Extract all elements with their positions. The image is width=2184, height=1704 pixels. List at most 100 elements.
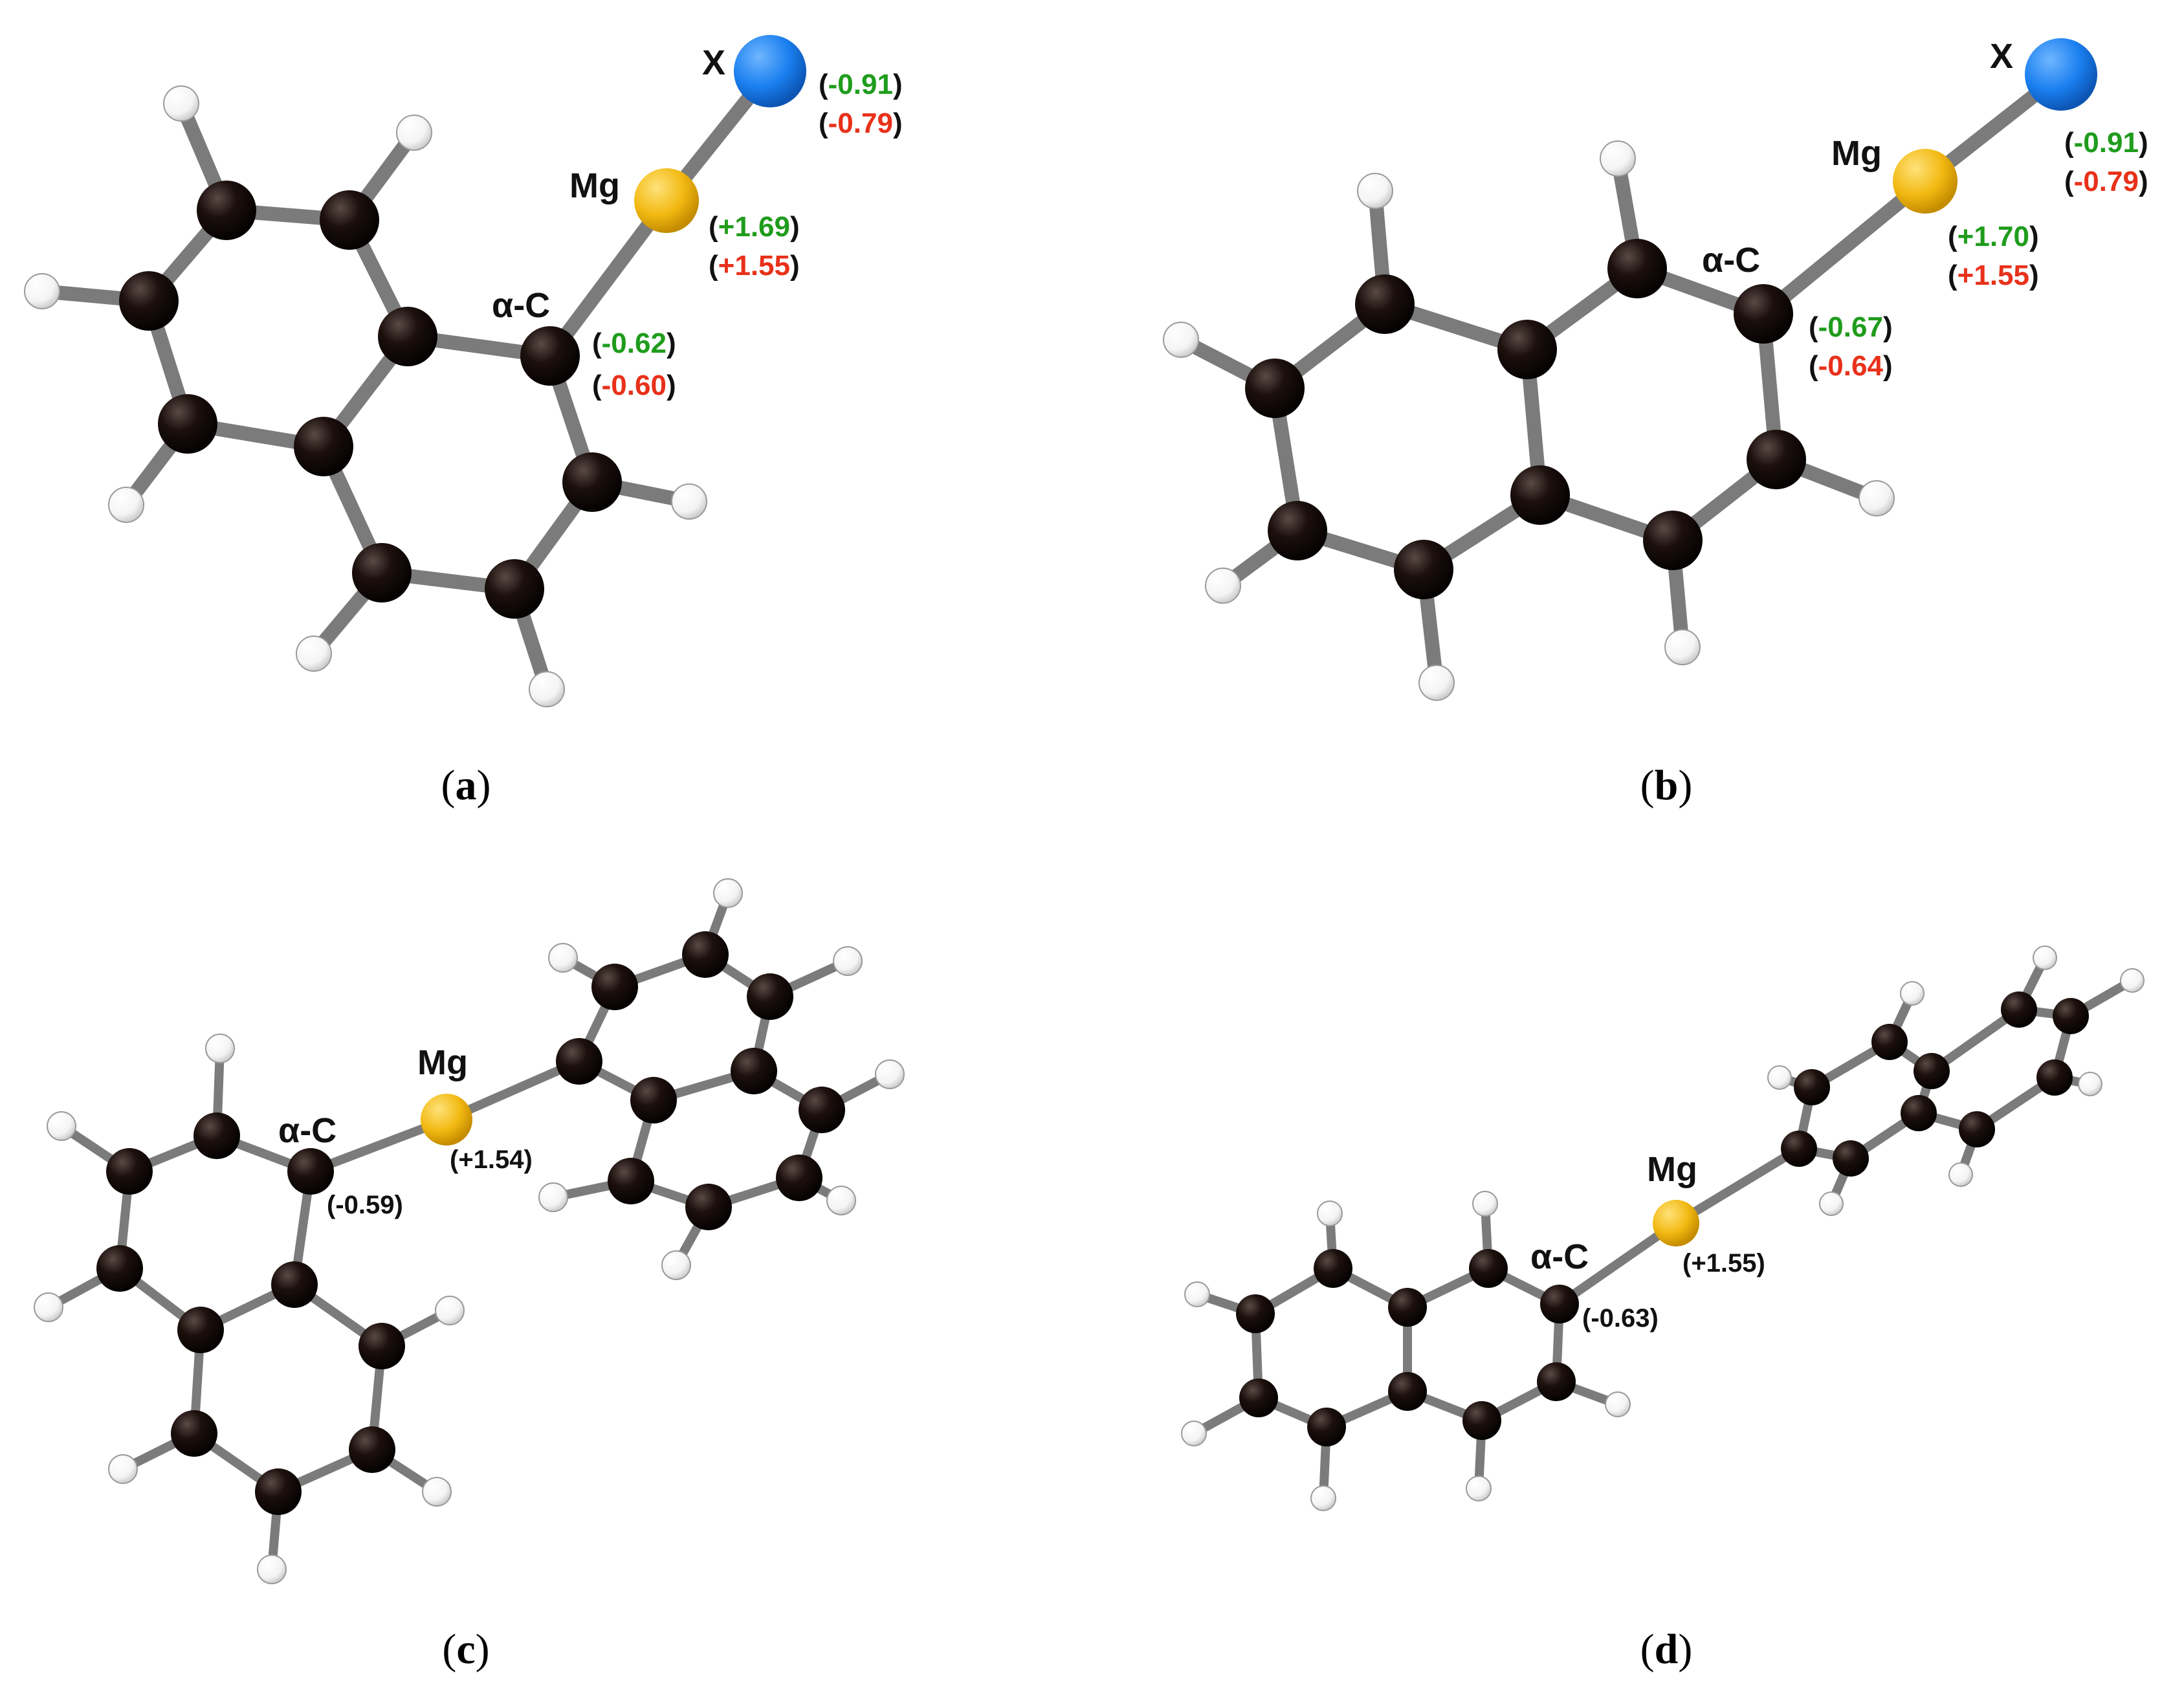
carbon-atom (358, 1323, 405, 1369)
hydrogen-atom (1418, 665, 1455, 701)
carbon-atom (294, 417, 353, 476)
charge-alpha-c: (-0.67) (1809, 311, 1893, 343)
hydrogen-atom (826, 1186, 856, 1215)
hydrogen-atom (1163, 322, 1199, 358)
panel-d: Mg α-C (+1.55) (-0.63) (d) (1181, 946, 2145, 1673)
carbon-atom (747, 973, 793, 1020)
carbon-atom (556, 1038, 602, 1085)
hydrogen-atom (435, 1296, 465, 1325)
carbon-atom (1314, 1249, 1352, 1288)
carbon-atom (2001, 991, 2037, 1028)
carbon-atom (119, 271, 179, 331)
panel-c: Mg α-C (+1.54) (-0.59) (c) (34, 878, 905, 1673)
panel-a-atoms (24, 35, 806, 707)
carbon-atom (630, 1077, 677, 1123)
caption-b: (b) (1640, 762, 1693, 809)
carbon-atom (1781, 1131, 1817, 1167)
charge-red: +1.55 (1958, 260, 2029, 291)
carbon-atom (1245, 359, 1305, 418)
charge-mg: (+1.55) (1682, 1249, 1765, 1278)
charge-red: -0.64 (1818, 350, 1884, 382)
hydrogen-atom (108, 487, 144, 523)
carbon-atom (1747, 430, 1806, 489)
carbon-atom-alpha (287, 1148, 334, 1195)
hydrogen-atom (1664, 629, 1701, 665)
carbon-atom (591, 964, 638, 1010)
panel-d-atoms (1181, 946, 2145, 1511)
charge-red: -0.79 (828, 107, 893, 139)
charge-alpha-c: (-0.60) (592, 370, 676, 401)
carbon-atom (177, 1307, 224, 1353)
carbon-atom (776, 1155, 822, 1201)
carbon-atom (320, 190, 379, 250)
label-mg: Mg (569, 166, 620, 205)
carbon-atom (2036, 1059, 2073, 1096)
carbon-atom (1914, 1053, 1950, 1089)
charge-red: +1.55 (718, 250, 790, 282)
charge-mg: (+1.69) (709, 211, 800, 243)
charge-green: -0.67 (1818, 311, 1883, 343)
panel-c-atoms (34, 878, 905, 1584)
hydrogen-atom (833, 946, 863, 976)
magnesium-atom (1653, 1200, 1699, 1246)
charge-green: -0.91 (828, 69, 893, 100)
halogen-atom (2025, 38, 2097, 111)
charge-x: (-0.79) (2064, 166, 2148, 197)
hydrogen-atom (47, 1111, 76, 1141)
carbon-atom (1469, 1249, 1508, 1288)
charge-mg: (+1.54) (450, 1145, 533, 1174)
hydrogen-atom (1900, 981, 1925, 1006)
hydrogen-atom (1357, 173, 1393, 209)
caption-a: (a) (441, 762, 491, 809)
magnesium-atom (421, 1094, 472, 1145)
label-x: X (1990, 37, 2013, 76)
carbon-atom (1388, 1372, 1427, 1411)
carbon-atom (1239, 1378, 1278, 1417)
charge-red: -0.60 (602, 370, 667, 401)
carbon-atom (1871, 1024, 1908, 1060)
label-alpha-c: α-C (278, 1111, 336, 1150)
charge-x: (-0.91) (819, 69, 903, 100)
hydrogen-atom (1767, 1065, 1792, 1090)
hydrogen-atom (548, 943, 578, 973)
hydrogen-atom (205, 1034, 235, 1063)
charge-red: -0.79 (2074, 166, 2139, 197)
hydrogen-atom (1605, 1391, 1631, 1417)
carbon-atom (1236, 1294, 1275, 1333)
carbon-atom-alpha (1540, 1285, 1579, 1323)
hydrogen-atom (713, 878, 743, 908)
charge-mg: (+1.55) (709, 250, 800, 282)
carbon-atom (485, 559, 544, 619)
charge-alpha-c: (-0.64) (1809, 350, 1893, 382)
carbon-atom (1394, 540, 1453, 599)
carbon-atom (1537, 1362, 1576, 1401)
carbon-atom (1607, 239, 1667, 298)
hydrogen-atom (2120, 968, 2145, 993)
charge-alpha-c: (-0.59) (327, 1191, 403, 1219)
carbon-atom (1510, 465, 1570, 525)
charge-green: +1.69 (718, 211, 790, 243)
caption-c: (c) (442, 1626, 489, 1673)
hydrogen-atom (296, 636, 332, 672)
hydrogen-atom (1205, 568, 1241, 604)
hydrogen-atom (538, 1182, 568, 1212)
carbon-atom (1307, 1408, 1346, 1446)
hydrogen-atom (163, 85, 199, 122)
hydrogen-atom (257, 1555, 287, 1584)
label-alpha-c: α-C (1702, 241, 1760, 280)
hydrogen-atom (1310, 1485, 1336, 1511)
carbon-atom (193, 1112, 240, 1159)
carbon-atom (562, 452, 622, 512)
carbon-atom (608, 1158, 654, 1204)
carbon-atom (352, 543, 412, 603)
magnesium-atom (1893, 149, 1958, 214)
hydrogen-atom (396, 115, 432, 151)
charge-x: (-0.79) (819, 107, 903, 139)
charge-green: +1.70 (1958, 221, 2029, 252)
charge-mg: (+1.70) (1948, 221, 2039, 252)
magnesium-atom (634, 168, 699, 233)
label-mg: Mg (1831, 134, 1882, 173)
charge-alpha-c: (-0.63) (1582, 1304, 1659, 1333)
hydrogen-atom (108, 1454, 138, 1484)
charge-green: -0.62 (602, 327, 667, 359)
